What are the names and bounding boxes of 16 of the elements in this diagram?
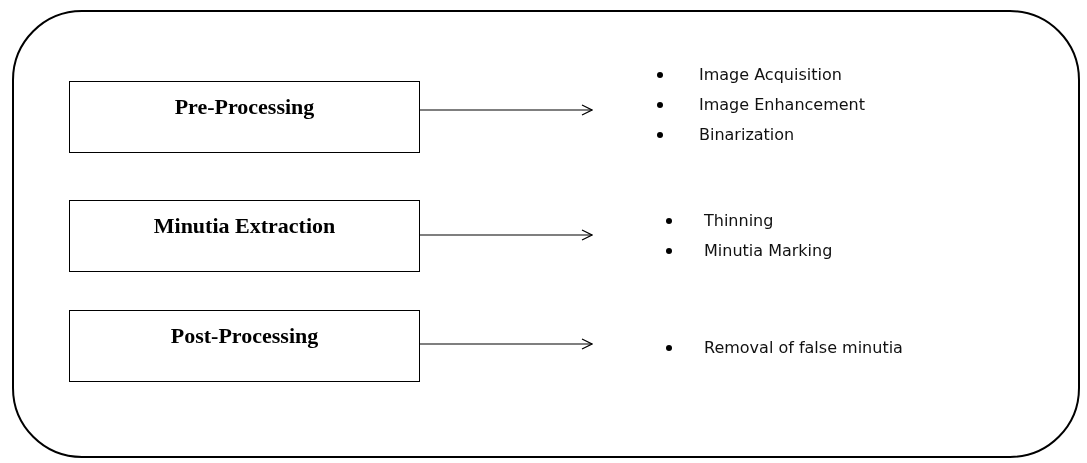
- step-title: Minutia Extraction: [153, 213, 336, 239]
- arrow: [419, 338, 593, 350]
- arrow: [419, 104, 593, 116]
- bullet-item: Removal of false minutia: [592, 333, 903, 363]
- bullet-item: Image Acquisition: [592, 60, 865, 90]
- bullet-item: Binarization: [592, 120, 865, 150]
- bullet-item: Thinning: [592, 206, 833, 236]
- step-title: Post-Processing: [170, 323, 319, 349]
- step-box: [69, 200, 420, 272]
- bullet-item: Minutia Marking: [592, 236, 833, 266]
- rounded-frame: [12, 10, 1080, 458]
- step-box: [69, 81, 420, 153]
- step-box: [69, 310, 420, 382]
- step-title: Pre-Processing: [174, 94, 315, 120]
- arrow: [419, 229, 593, 241]
- bullet-item: Image Enhancement: [592, 90, 865, 120]
